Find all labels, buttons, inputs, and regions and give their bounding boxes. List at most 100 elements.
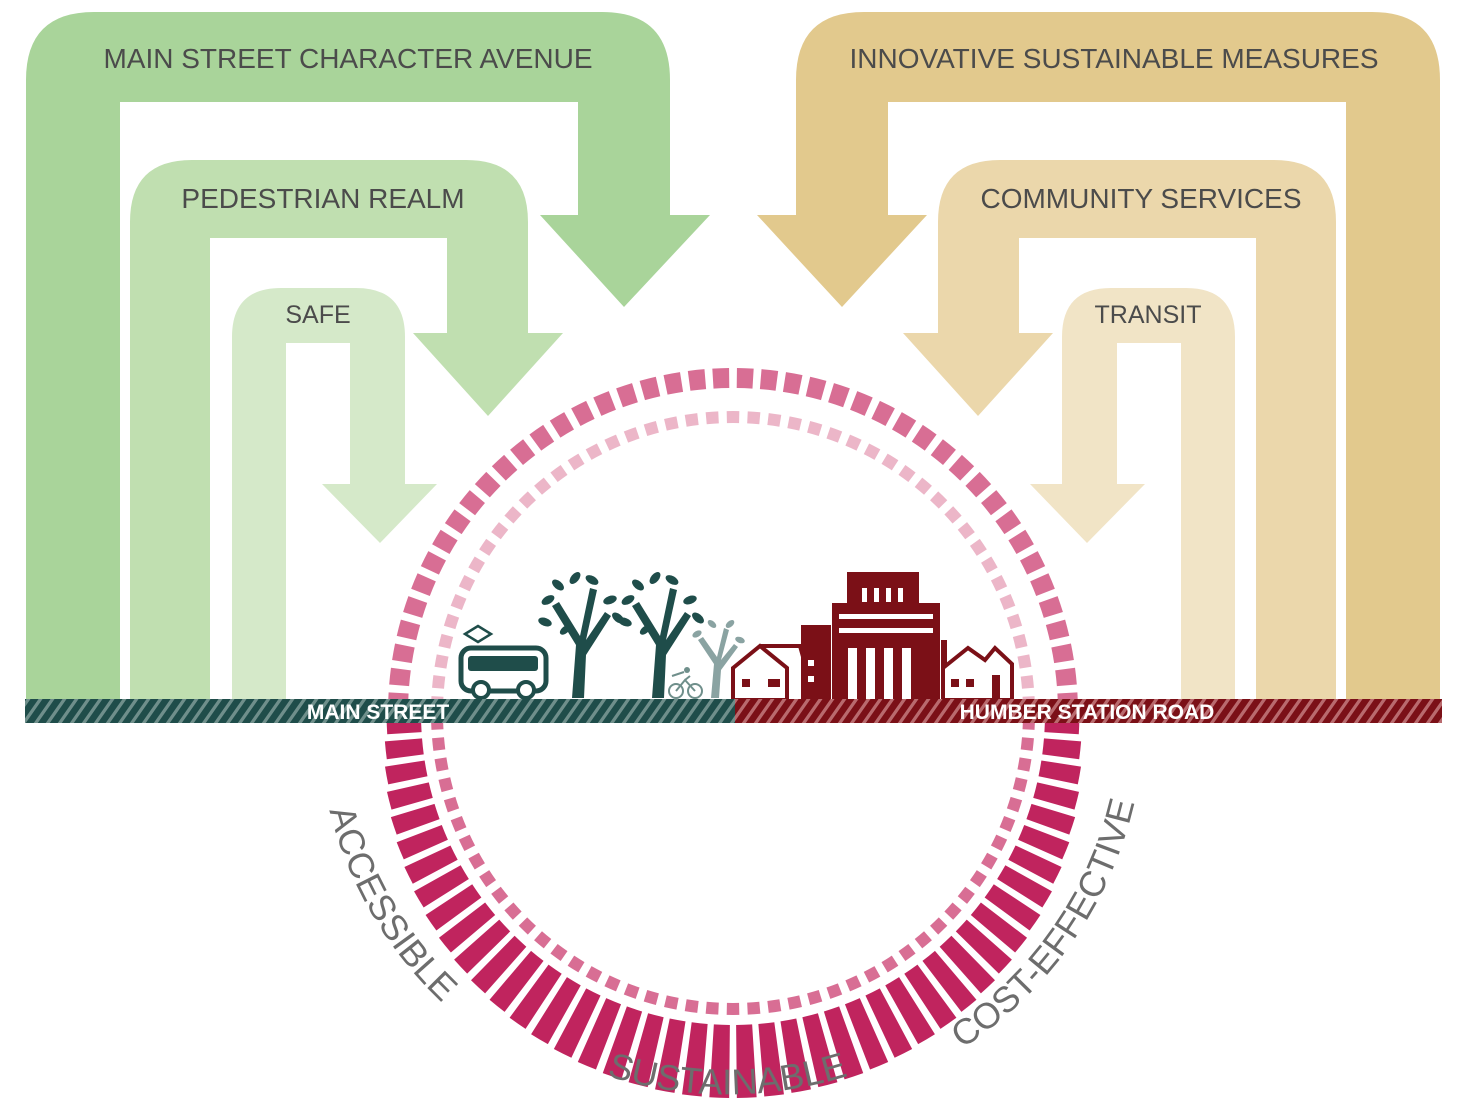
civic-building-icon	[801, 572, 947, 700]
inner-ring-segment	[1020, 737, 1034, 751]
upper-dashed-ring	[388, 368, 1078, 710]
upper-ring-segment	[1051, 643, 1074, 664]
inner-ring-segment	[944, 506, 962, 524]
upper-ring-segment	[392, 643, 415, 664]
upper-ring-segment	[948, 454, 975, 481]
inner-ring-segment	[468, 556, 485, 574]
bus-icon	[458, 624, 549, 700]
arrow-safe	[232, 288, 437, 700]
inner-ring-segment	[443, 796, 460, 813]
upper-ring-segment	[491, 454, 518, 481]
outer-ring-segment	[844, 998, 889, 1070]
inner-ring-segment	[664, 995, 679, 1010]
arrow-main-street-character	[26, 12, 710, 700]
outer-ring-segment	[471, 935, 527, 994]
inner-ring-segment	[1006, 796, 1023, 813]
upper-ring-segment	[871, 400, 895, 426]
inner-ring-segment	[450, 815, 467, 832]
inner-ring-segment	[458, 574, 476, 592]
outer-ring-segment	[396, 824, 448, 860]
outer-ring-segment	[1018, 824, 1070, 860]
outer-ring-segment	[385, 760, 428, 785]
upper-ring-segment	[687, 369, 707, 391]
inner-ring-segment	[684, 413, 699, 427]
outer-ring-segment	[758, 1022, 784, 1097]
inner-ring-segment	[550, 943, 568, 961]
inner-ring-segment	[643, 421, 659, 436]
inner-ring-segment	[434, 654, 449, 669]
inner-ring-segment	[1017, 757, 1032, 772]
upper-ring-segment	[712, 368, 730, 389]
inner-ring-segment	[944, 902, 962, 920]
label-safe: SAFE	[285, 301, 350, 329]
house-icon	[941, 645, 1014, 702]
inner-ring-segment	[567, 453, 585, 471]
outer-ring-segment	[384, 738, 424, 760]
inner-ring-segment	[438, 777, 454, 793]
outer-ring-segment	[922, 950, 977, 1012]
label-main-street-character: MAIN STREET CHARACTER AVENUE	[103, 43, 592, 74]
outer-ring-segment	[823, 1006, 864, 1080]
upper-ring-segment	[549, 412, 574, 438]
outer-ring-segment	[904, 964, 957, 1029]
outer-ring-segment	[865, 988, 913, 1058]
upper-ring-segment	[736, 368, 754, 389]
label-transit: TRANSIT	[1095, 301, 1202, 329]
upper-ring-segment	[420, 551, 446, 575]
inner-ring-segment	[981, 556, 998, 574]
road-main-street: MAIN STREET	[25, 699, 735, 724]
inner-ring-segment	[643, 990, 659, 1005]
inner-ring-segment	[491, 522, 509, 540]
label-community-services: COMMUNITY SERVICES	[980, 183, 1301, 214]
outer-ring-segment	[984, 884, 1041, 931]
inner-ring-segment	[518, 917, 536, 935]
inner-ring-segment	[767, 413, 782, 427]
outer-ring-segment	[682, 1022, 708, 1097]
upper-ring-segment	[930, 439, 956, 465]
cyclist-icon	[668, 667, 703, 699]
arrow-pedestrian-realm	[130, 160, 563, 700]
inner-ring-segment	[826, 427, 843, 443]
inner-ring-segment	[1017, 654, 1032, 669]
outer-ring-segment	[1008, 845, 1062, 884]
inner-ring-segment	[1020, 675, 1034, 689]
upper-ring-segment	[1038, 596, 1063, 618]
upper-ring-segment	[1045, 619, 1070, 641]
upper-ring-segment	[389, 667, 411, 687]
inner-ring-segment	[705, 411, 719, 425]
upper-ring-segment	[1055, 667, 1077, 687]
inner-ring-segment	[767, 999, 782, 1013]
inner-ring-segment	[1012, 777, 1028, 793]
tree-icon	[538, 572, 624, 698]
upper-ring-segment	[1030, 573, 1055, 596]
upper-ring-segment	[432, 529, 458, 554]
inner-ring-segment	[999, 815, 1016, 832]
inner-ring-segment	[534, 931, 552, 949]
inner-ring-segment	[458, 834, 476, 852]
upper-ring-segment	[850, 391, 873, 416]
inner-ring-segment	[684, 999, 699, 1013]
inner-ring-segment	[585, 966, 603, 983]
inner-ring-segment	[443, 613, 460, 630]
inner-ring-segment	[504, 902, 522, 920]
upper-ring-segment	[911, 424, 937, 451]
inner-ring-segment	[999, 594, 1016, 611]
inner-ring-segment	[747, 1001, 761, 1015]
upper-ring-segment	[510, 439, 536, 465]
inner-ring-segment	[845, 975, 862, 992]
arrow-innovative-sustainable	[757, 12, 1440, 700]
outer-ring-segment	[970, 902, 1028, 953]
inner-ring-segment	[881, 955, 899, 973]
upper-ring-segment	[459, 490, 485, 516]
upper-ring-segment	[892, 412, 917, 438]
outer-ring-segment	[1033, 782, 1080, 810]
tree-icon	[618, 572, 704, 698]
upper-ring-segment	[474, 471, 501, 498]
road-label-humber-station: HUMBER STATION ROAD	[960, 701, 1215, 724]
inner-ring-segment	[787, 995, 802, 1010]
inner-ring-segment	[432, 737, 446, 751]
inner-ring-segment	[957, 886, 975, 904]
inner-ring-segment	[747, 411, 761, 425]
outer-ring-segment	[939, 935, 995, 994]
